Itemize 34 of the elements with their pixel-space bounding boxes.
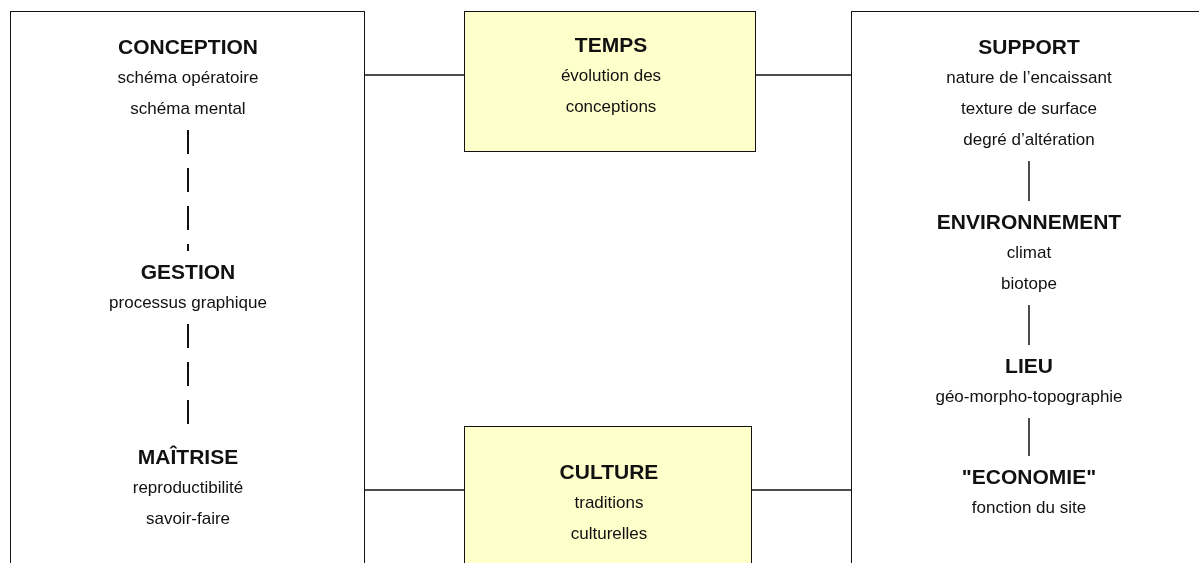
process-box <box>464 11 756 152</box>
heading: "ECONOMIE" <box>961 464 1097 490</box>
connector-line <box>755 74 852 76</box>
description-text: reproductibilité <box>132 477 244 499</box>
heading: ENVIRONNEMENT <box>936 209 1122 235</box>
heading: CULTURE <box>559 459 659 485</box>
description-text: schéma opératoire <box>117 67 259 89</box>
description-text: schéma mental <box>130 98 246 120</box>
connector-line <box>1028 304 1030 346</box>
description-text: nature de l’encaissant <box>946 67 1112 89</box>
group-box <box>10 11 365 563</box>
description-text: géo-morpho-topographie <box>935 386 1123 408</box>
heading: TEMPS <box>574 32 648 58</box>
description-text: climat <box>1006 242 1052 264</box>
heading: SUPPORT <box>978 34 1080 60</box>
heading: LIEU <box>1005 353 1053 379</box>
connector-line <box>1028 417 1030 457</box>
description-text: texture de surface <box>960 98 1098 120</box>
description-text: savoir-faire <box>145 508 231 530</box>
description-text: traditions culturelles <box>569 492 649 545</box>
group-box <box>851 11 1199 563</box>
heading: CONCEPTION <box>118 34 258 60</box>
heading: GESTION <box>140 259 236 285</box>
description-text: évolution des conceptions <box>559 65 663 118</box>
description-text: degré d’altération <box>963 129 1095 151</box>
connector-line <box>751 489 852 491</box>
description-text: fonction du site <box>971 497 1087 519</box>
description-text: processus graphique <box>109 292 267 314</box>
description-text: biotope <box>1001 273 1057 295</box>
dashed-connector <box>187 129 189 252</box>
connector-line <box>364 489 465 491</box>
connector-line <box>1028 160 1030 202</box>
connector-line <box>364 74 465 76</box>
heading: MAÎTRISE <box>137 444 239 470</box>
